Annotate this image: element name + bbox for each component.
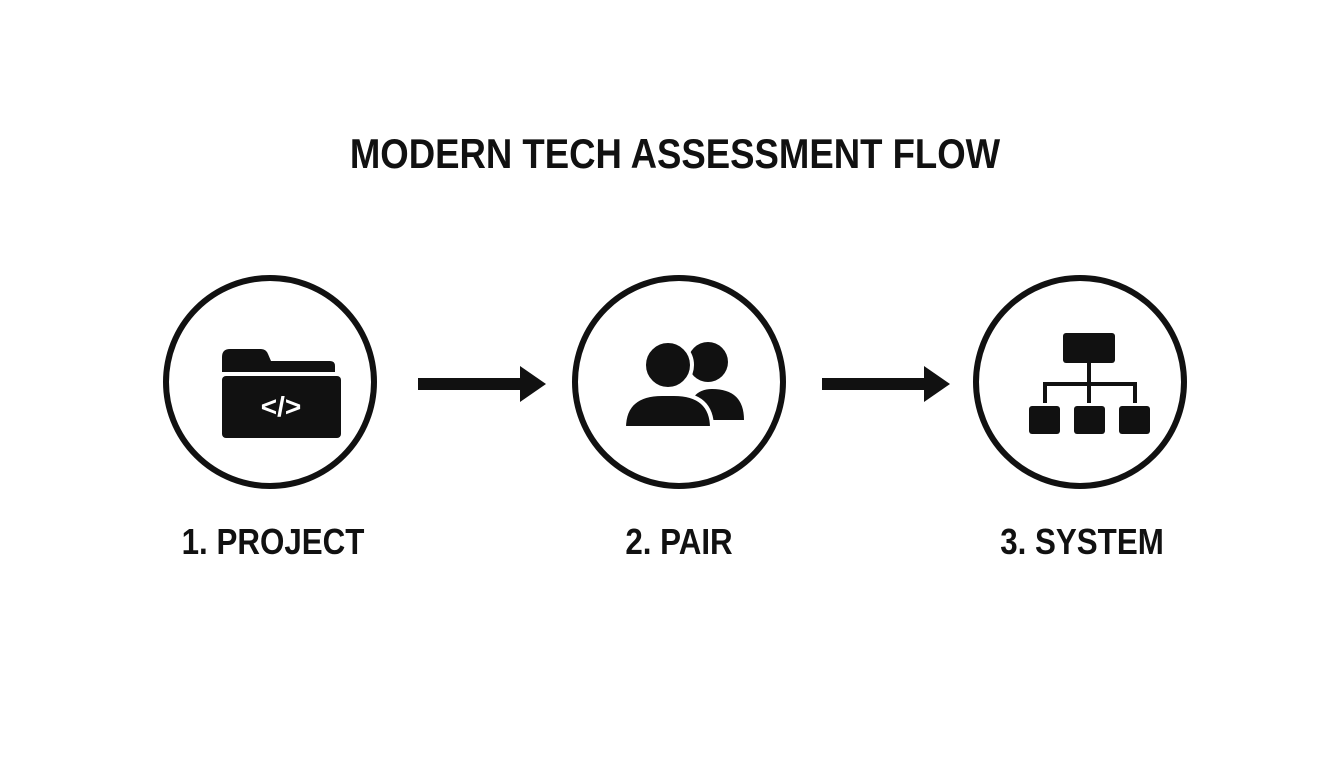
system-hierarchy-icon: [1029, 333, 1150, 434]
arrow-right-icon: [418, 366, 546, 402]
pair-people-icon: [621, 339, 744, 430]
step-label-pair: 2. PAIR: [625, 521, 733, 562]
step-system-circle: [973, 275, 1187, 489]
arrow-right-icon: [822, 366, 950, 402]
diagram-title: MODERN TECH ASSESSMENT FLOW: [349, 130, 1001, 177]
step-pair-circle: [572, 275, 786, 489]
step-label-project: 1. PROJECT: [181, 521, 365, 562]
step-project-circle: </>: [163, 275, 377, 489]
step-label-system: 3. SYSTEM: [1000, 521, 1164, 562]
code-folder-icon: </>: [222, 349, 341, 438]
code-glyph: </>: [261, 391, 301, 422]
